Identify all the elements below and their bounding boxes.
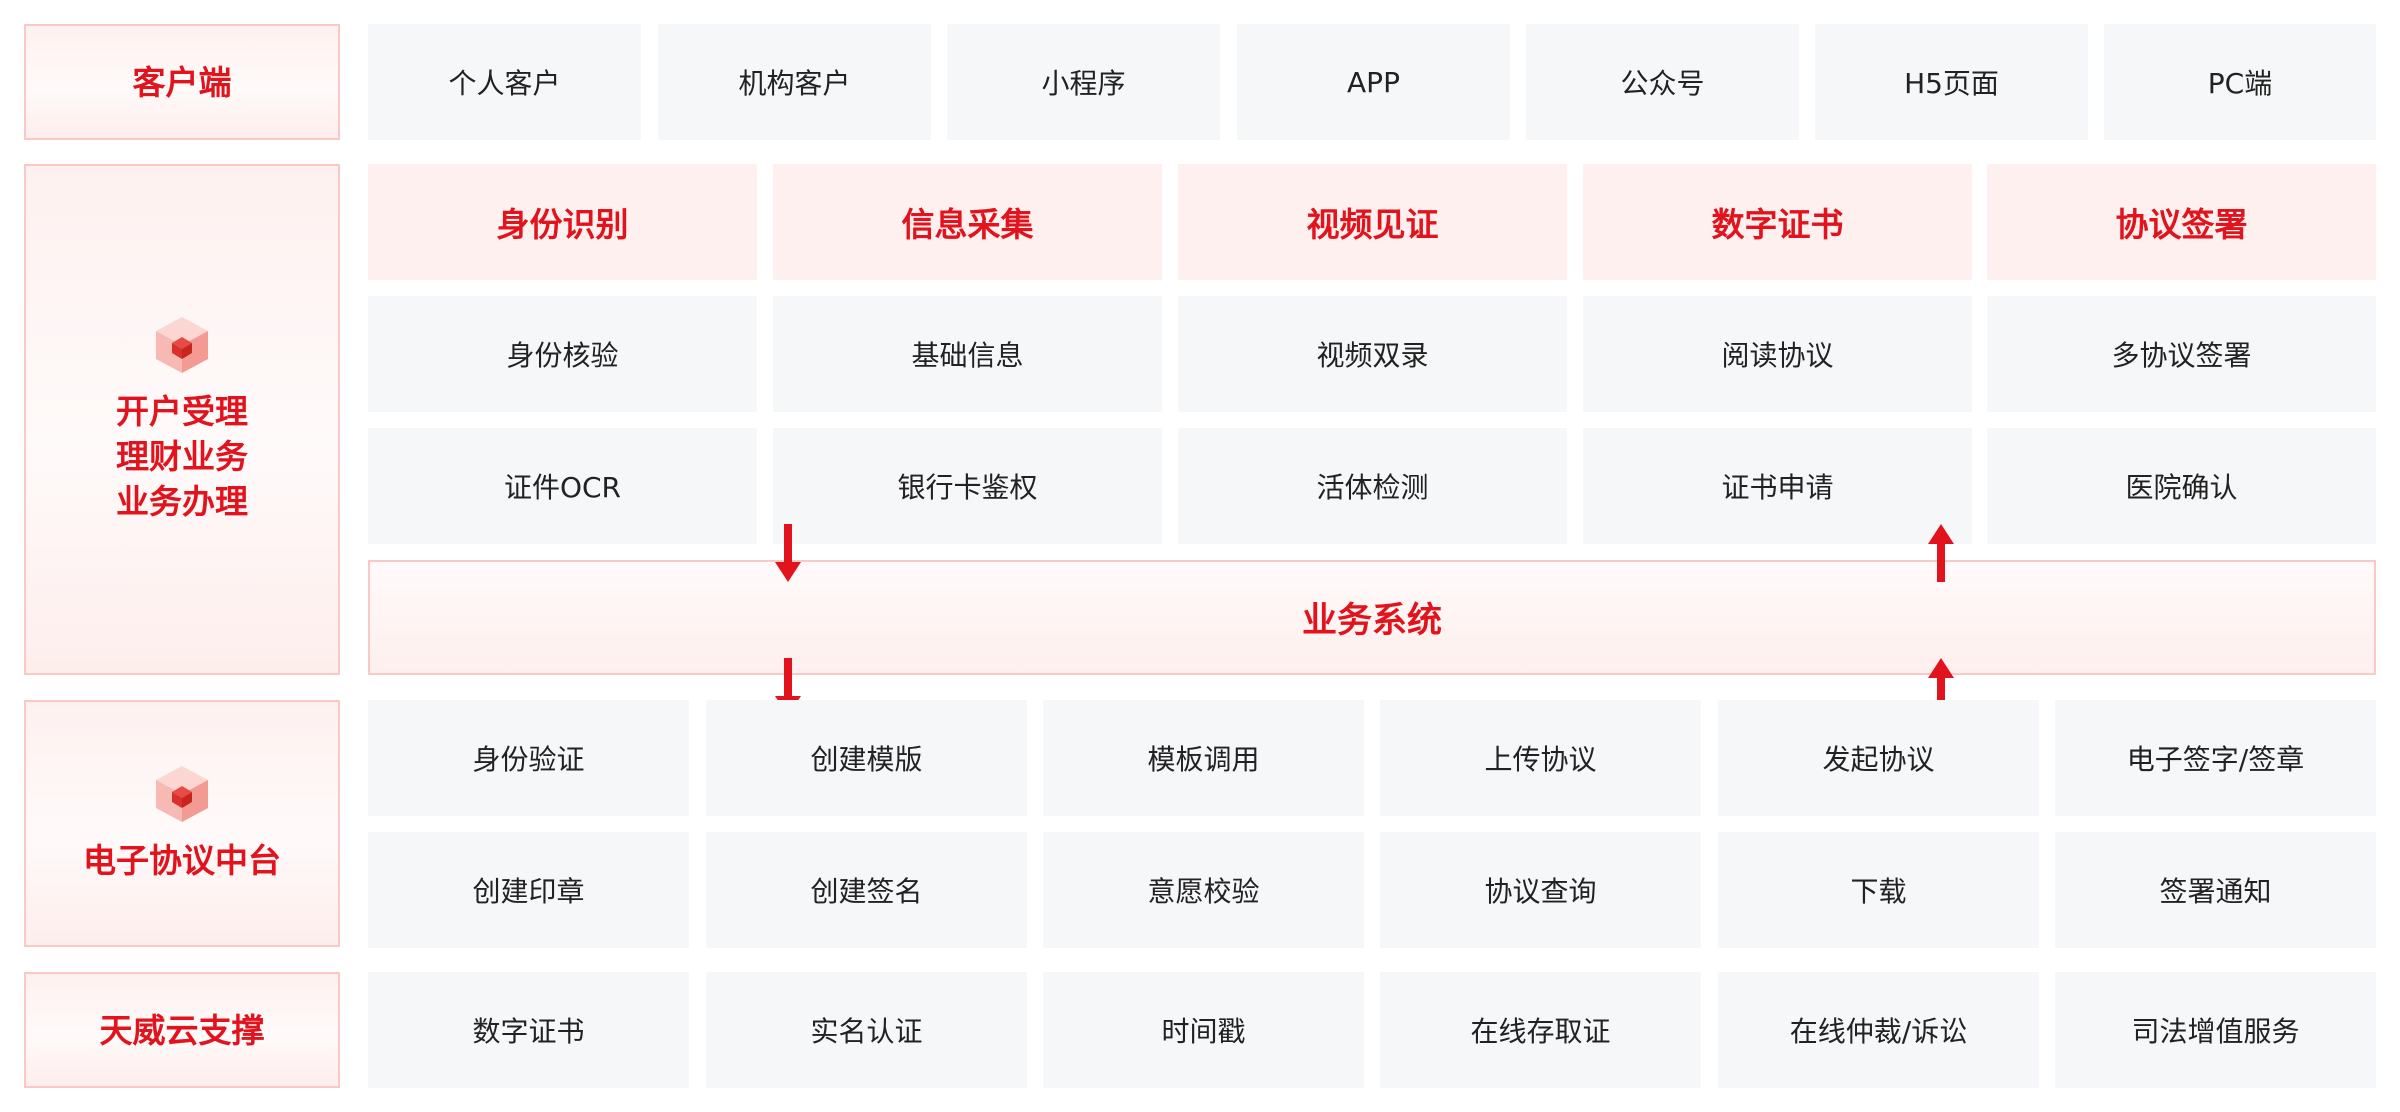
client-item: PC端 — [2104, 24, 2376, 140]
business-item: 视频双录 — [1178, 296, 1567, 412]
row-label-text: 电子协议中台 — [83, 841, 281, 880]
row-label-text: 客户端 — [132, 62, 232, 102]
platform-item: 发起协议 — [1718, 700, 2039, 816]
business-header: 数字证书 — [1583, 164, 1972, 280]
support-item: 时间戳 — [1043, 972, 1364, 1088]
platform-item: 签署通知 — [2055, 832, 2376, 948]
cube-icon — [156, 317, 208, 373]
client-item: 机构客户 — [658, 24, 931, 140]
business-item: 活体检测 — [1178, 428, 1567, 544]
business-header: 身份识别 — [368, 164, 757, 280]
row-label-support: 天威云支撑 — [24, 972, 340, 1088]
platform-item: 创建模版 — [706, 700, 1027, 816]
platform-item: 身份验证 — [368, 700, 689, 816]
row-label-client: 客户端 — [24, 24, 340, 140]
platform-item: 电子签字/签章 — [2055, 700, 2376, 816]
platform-item: 下载 — [1718, 832, 2039, 948]
row-label-text: 业务办理 — [116, 482, 248, 521]
platform-item: 模板调用 — [1043, 700, 1364, 816]
business-item: 证书申请 — [1583, 428, 1972, 544]
cube-icon — [156, 766, 208, 822]
business-item: 基础信息 — [773, 296, 1162, 412]
business-system-bar: 业务系统 — [368, 560, 2376, 675]
business-item: 银行卡鉴权 — [773, 428, 1162, 544]
row-label-text: 理财业务 — [116, 437, 248, 476]
business-item: 医院确认 — [1987, 428, 2376, 544]
business-item: 证件OCR — [368, 428, 757, 544]
row-label-platform: 电子协议中台 — [24, 700, 340, 947]
arrow-down-icon — [775, 524, 801, 582]
support-item: 数字证书 — [368, 972, 689, 1088]
platform-item: 创建印章 — [368, 832, 689, 948]
client-item: APP — [1237, 24, 1510, 140]
business-header: 视频见证 — [1178, 164, 1567, 280]
business-item: 多协议签署 — [1987, 296, 2376, 412]
row-label-text: 开户受理 — [116, 392, 248, 431]
business-header: 信息采集 — [773, 164, 1162, 280]
support-item: 在线仲裁/诉讼 — [1718, 972, 2039, 1088]
platform-item: 意愿校验 — [1043, 832, 1364, 948]
client-item: 小程序 — [947, 24, 1220, 140]
row-label-text: 天威云支撑 — [99, 1010, 265, 1050]
support-item: 实名认证 — [706, 972, 1027, 1088]
support-item: 在线存取证 — [1380, 972, 1701, 1088]
row-label-business: 开户受理 理财业务 业务办理 — [24, 164, 340, 675]
platform-item: 创建签名 — [706, 832, 1027, 948]
platform-item: 上传协议 — [1380, 700, 1701, 816]
business-header: 协议签署 — [1987, 164, 2376, 280]
client-item: 个人客户 — [368, 24, 641, 140]
arrow-up-icon — [1928, 524, 1954, 582]
client-item: 公众号 — [1526, 24, 1799, 140]
business-item: 身份核验 — [368, 296, 757, 412]
arrow-up-icon — [1928, 658, 1954, 716]
business-item: 阅读协议 — [1583, 296, 1972, 412]
client-item: H5页面 — [1815, 24, 2088, 140]
support-item: 司法增值服务 — [2055, 972, 2376, 1088]
platform-item: 协议查询 — [1380, 832, 1701, 948]
